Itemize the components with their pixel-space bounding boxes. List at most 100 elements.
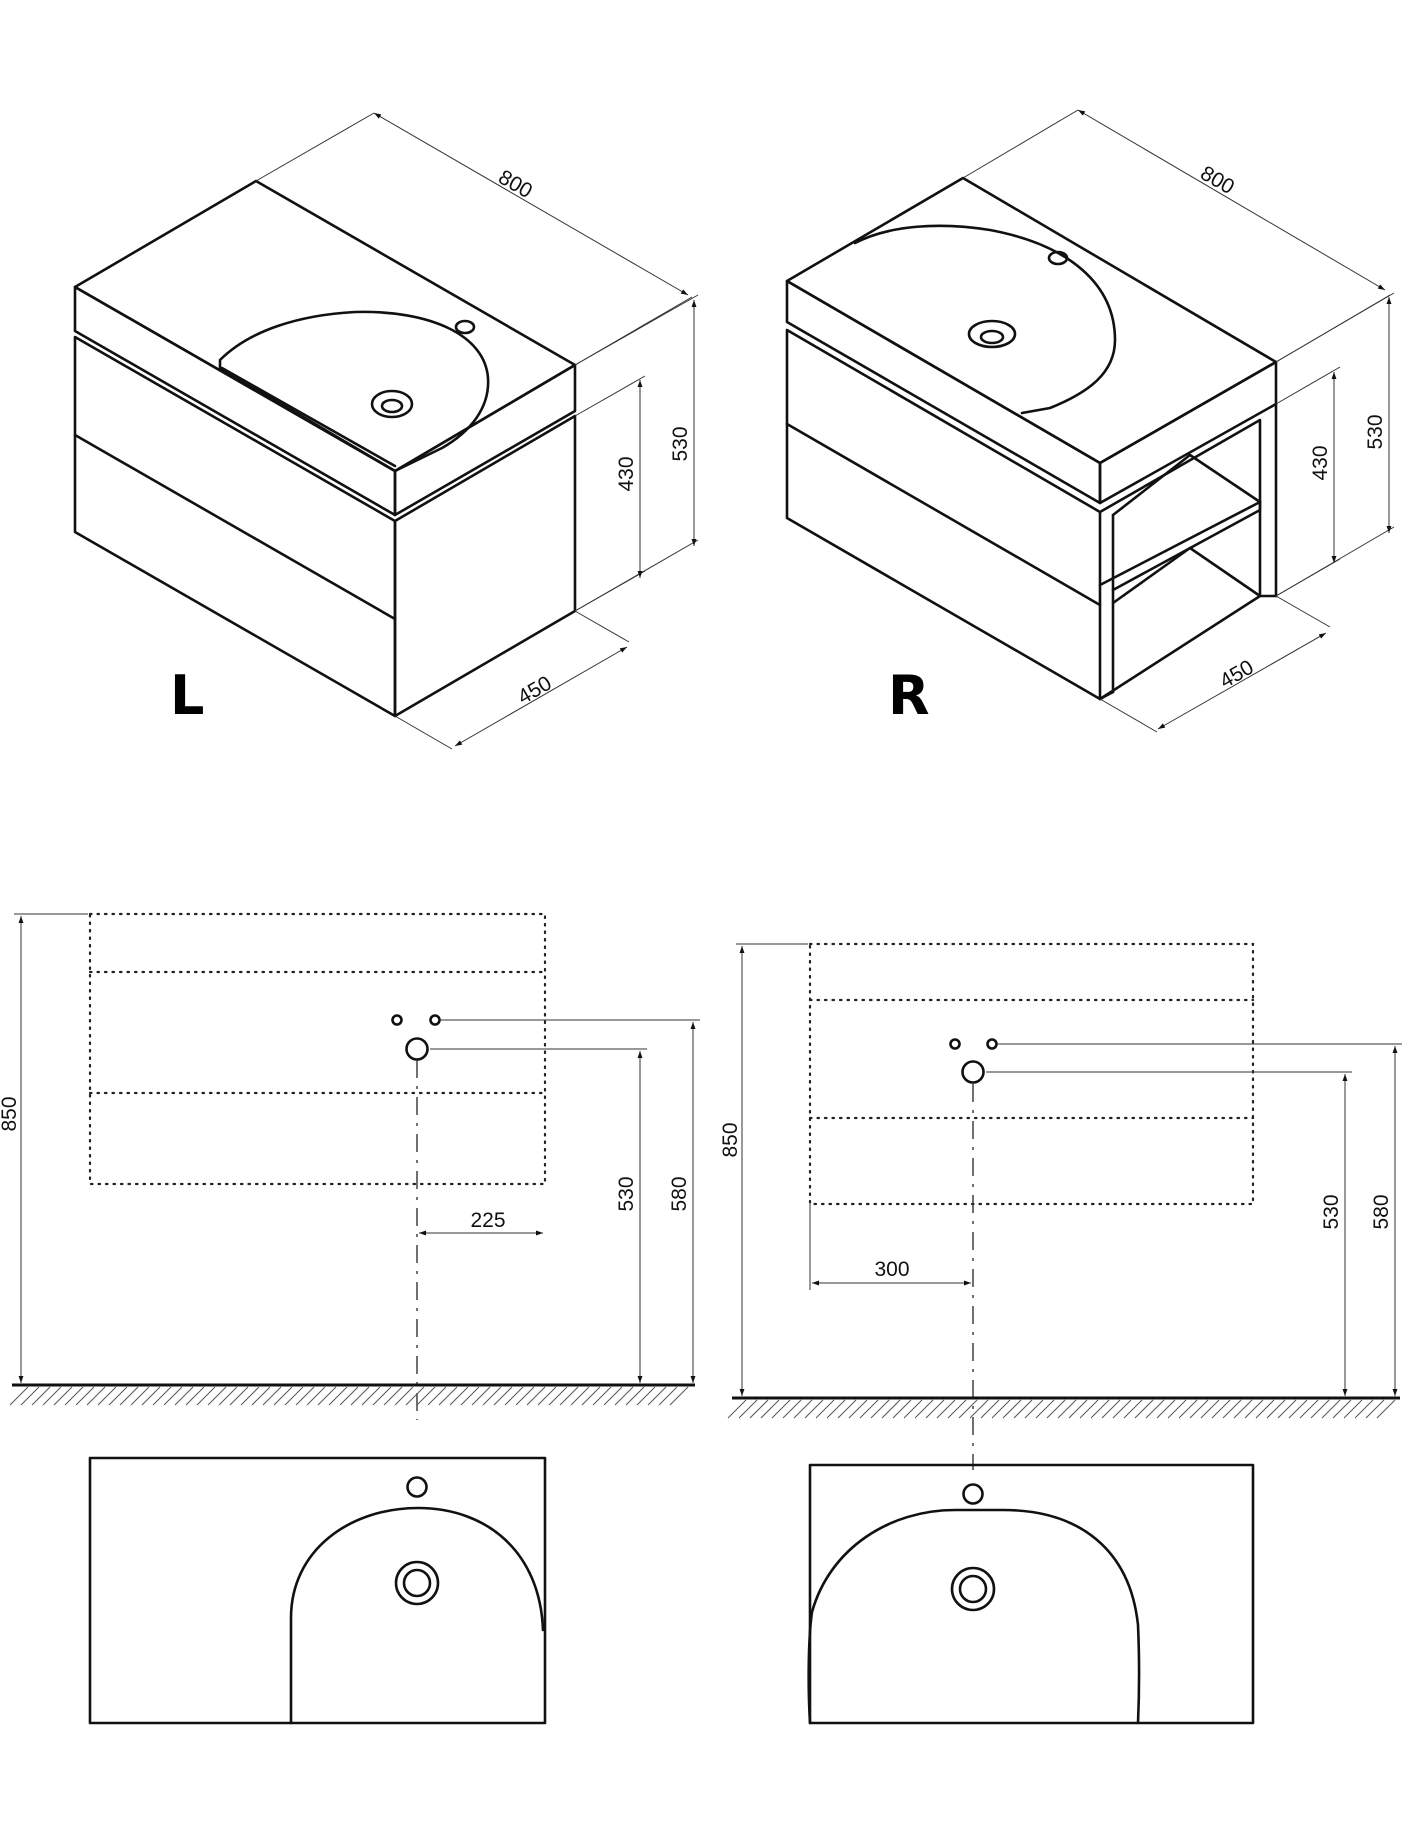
floor-hatch-line — [141, 1386, 161, 1406]
floor-hatch-line — [207, 1386, 227, 1406]
floor-hatch-line — [1266, 1399, 1286, 1419]
floor-hatch-line — [1079, 1399, 1099, 1419]
front-left-offset-dim: 225 — [470, 1209, 505, 1232]
floor-hatch-line — [548, 1386, 568, 1406]
floor-hatch-line — [394, 1386, 414, 1406]
floor-hatch-line — [969, 1399, 989, 1419]
floor-hatch-line — [991, 1399, 1011, 1419]
floor-hatch-line — [1090, 1399, 1110, 1419]
floor-hatch-line — [174, 1386, 194, 1406]
top-left-view — [88, 1456, 547, 1725]
floor-hatch-line — [119, 1386, 139, 1406]
floor-hatch-line — [815, 1399, 835, 1419]
floor-hatch-line — [229, 1386, 249, 1406]
floor-hatch-line — [64, 1386, 84, 1406]
floor-hatch-line — [925, 1399, 945, 1419]
drain-icon — [394, 1560, 440, 1606]
floor-hatch-line — [218, 1386, 238, 1406]
floor-hatch-line — [647, 1386, 667, 1406]
front-right-floor-hatch — [727, 1399, 1396, 1419]
floor-hatch-line — [1277, 1399, 1297, 1419]
floor-hatch-line — [760, 1399, 780, 1419]
floor-hatch-line — [625, 1386, 645, 1406]
top-right-view — [807, 1463, 1255, 1725]
floor-hatch-line — [1002, 1399, 1022, 1419]
floor-hatch-line — [20, 1386, 40, 1406]
floor-hatch-line — [427, 1386, 447, 1406]
floor-hatch-line — [1200, 1399, 1220, 1419]
floor-hatch-line — [262, 1386, 282, 1406]
floor-hatch-line — [727, 1399, 747, 1419]
front-right-overall-height-dim: 850 — [719, 1122, 742, 1157]
floor-hatch-line — [903, 1399, 923, 1419]
iso-left-total-height-dim: 530 — [669, 426, 692, 461]
floor-hatch-line — [75, 1386, 95, 1406]
floor-hatch-line — [504, 1386, 524, 1406]
floor-hatch-line — [9, 1386, 29, 1406]
floor-hatch-line — [1112, 1399, 1132, 1419]
floor-hatch-line — [958, 1399, 978, 1419]
floor-hatch-line — [559, 1386, 579, 1406]
floor-hatch-line — [339, 1386, 359, 1406]
floor-hatch-line — [826, 1399, 846, 1419]
floor-hatch-line — [771, 1399, 791, 1419]
floor-hatch-line — [636, 1386, 656, 1406]
floor-hatch-line — [804, 1399, 824, 1419]
floor-hatch-line — [936, 1399, 956, 1419]
floor-hatch-line — [570, 1386, 590, 1406]
floor-hatch-line — [1343, 1399, 1363, 1419]
iso-left-depth-dim: 450 — [514, 672, 556, 709]
front-left-water-height-dim: 580 — [668, 1176, 691, 1211]
floor-hatch-line — [793, 1399, 813, 1419]
floor-hatch-line — [658, 1386, 678, 1406]
floor-hatch-line — [892, 1399, 912, 1419]
floor-hatch-line — [592, 1386, 612, 1406]
floor-hatch-line — [749, 1399, 769, 1419]
variant-label-right: R — [888, 664, 930, 727]
floor-hatch-line — [251, 1386, 271, 1406]
floor-hatch-line — [86, 1386, 106, 1406]
floor-hatch-line — [1321, 1399, 1341, 1419]
drain-outlet-icon — [405, 1037, 429, 1061]
floor-hatch-line — [669, 1386, 689, 1406]
tap-hole-icon — [962, 1483, 984, 1505]
front-left-drain-height-dim: 530 — [615, 1176, 638, 1211]
floor-hatch-line — [438, 1386, 458, 1406]
floor-hatch-line — [1101, 1399, 1121, 1419]
floor-hatch-line — [163, 1386, 183, 1406]
floor-hatch-line — [603, 1386, 623, 1406]
floor-hatch-line — [306, 1386, 326, 1406]
floor-hatch-line — [1123, 1399, 1143, 1419]
floor-hatch-line — [1057, 1399, 1077, 1419]
variant-label-left: L — [170, 664, 204, 727]
floor-hatch-line — [1222, 1399, 1242, 1419]
floor-hatch-line — [1365, 1399, 1385, 1419]
water-inlet-icon — [429, 1014, 441, 1026]
floor-hatch-line — [152, 1386, 172, 1406]
floor-hatch-line — [537, 1386, 557, 1406]
water-inlet-icon — [949, 1038, 961, 1050]
floor-hatch-line — [460, 1386, 480, 1406]
floor-hatch-line — [1354, 1399, 1374, 1419]
floor-hatch-line — [471, 1386, 491, 1406]
top-left-countertop — [88, 1456, 547, 1725]
floor-hatch-line — [1244, 1399, 1264, 1419]
iso-left-width-dim: 800 — [494, 166, 536, 203]
front-left-view: 850 580 530 225 — [0, 912, 700, 1420]
floor-hatch-line — [361, 1386, 381, 1406]
floor-hatch-line — [372, 1386, 392, 1406]
top-right-basin — [807, 1508, 1141, 1725]
water-inlet-icon — [986, 1038, 998, 1050]
front-left-floor-hatch — [9, 1386, 689, 1406]
floor-hatch-line — [515, 1386, 535, 1406]
drain-icon — [950, 1566, 996, 1612]
iso-right-depth-dim: 450 — [1216, 656, 1258, 693]
iso-left-cabinet-side — [393, 414, 577, 718]
floor-hatch-line — [273, 1386, 293, 1406]
floor-hatch-line — [42, 1386, 62, 1406]
floor-hatch-line — [185, 1386, 205, 1406]
floor-hatch-line — [1299, 1399, 1319, 1419]
floor-hatch-line — [493, 1386, 513, 1406]
floor-hatch-line — [1167, 1399, 1187, 1419]
